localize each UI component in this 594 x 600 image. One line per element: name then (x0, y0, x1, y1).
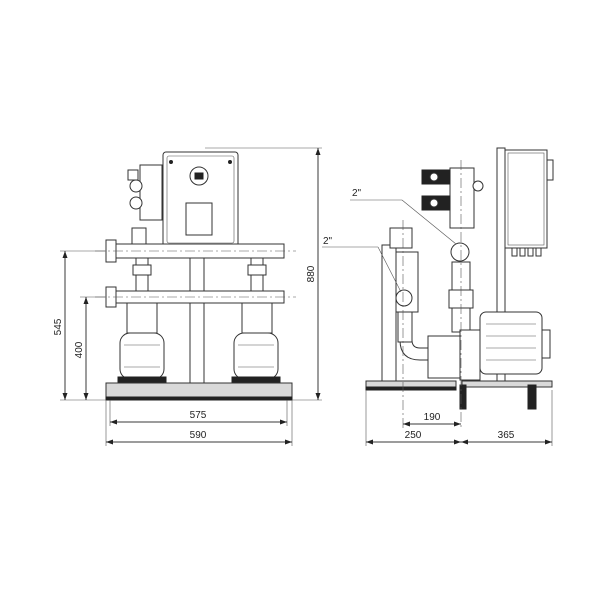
dim-label-575: 575 (190, 410, 207, 421)
front-base-frame (105, 382, 293, 398)
callout-upper-pipe-size: 2" (352, 188, 362, 199)
side-pressure-switches (421, 169, 451, 211)
side-pressure-switch (389, 227, 413, 249)
pump-1 (117, 257, 167, 383)
side-control-cabinet (504, 149, 548, 249)
side-support-column (381, 244, 397, 382)
display-window (185, 202, 213, 236)
dim-label-400: 400 (74, 341, 85, 358)
dim-label-590: 590 (190, 430, 207, 441)
side-suction-elbow (399, 339, 431, 361)
dim-label-880: 880 (306, 265, 317, 282)
side-dimensions: 190 250 365 (365, 390, 553, 446)
pressure-switch-assembly (127, 164, 163, 245)
front-base-foot (105, 396, 293, 401)
pump-2 (231, 257, 281, 383)
callout-lower-pipe-size: 2" (323, 236, 333, 247)
side-rear-foot (527, 384, 537, 410)
side-upper-valve (450, 242, 470, 262)
dim-label-250: 250 (405, 430, 422, 441)
dim-label-365: 365 (498, 430, 515, 441)
front-support-column (189, 251, 205, 384)
dim-label-190: 190 (424, 412, 441, 423)
front-dimensions: 575 590 545 400 880 (53, 147, 322, 446)
side-callouts: 2" 2" (322, 188, 457, 293)
dim-label-545: 545 (53, 318, 64, 335)
side-view (365, 147, 554, 428)
side-pump (427, 311, 551, 381)
side-base-frame (365, 380, 457, 388)
side-lower-valve (395, 289, 413, 307)
front-view (95, 151, 296, 401)
